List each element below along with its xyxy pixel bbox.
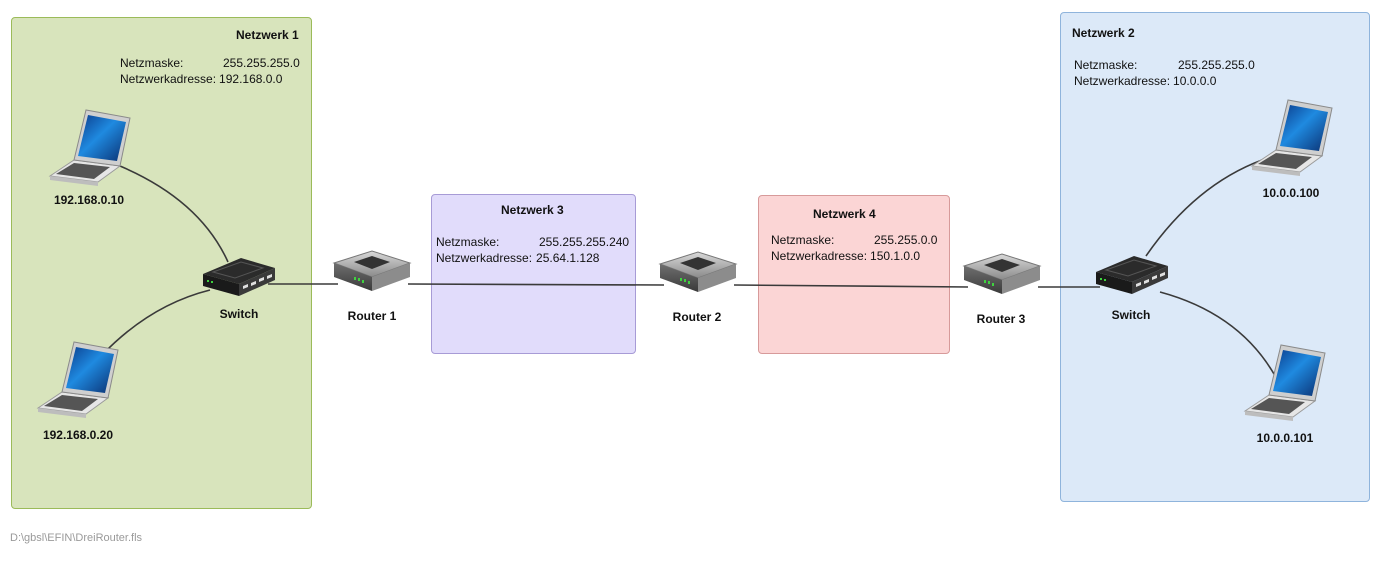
pc2-label: 192.168.0.20	[42, 428, 114, 442]
network-4-title: Netzwerk 4	[813, 207, 876, 221]
network-4-info: Netzmaske: 255.255.0.0 Netzwerkadresse:15…	[771, 232, 937, 264]
network-address-value: 25.64.1.128	[536, 251, 600, 265]
cable-router1-router2	[407, 283, 665, 286]
network-address-label: Netzwerkadresse:	[1074, 74, 1171, 88]
network-address-label: Netzwerkadresse:	[771, 249, 868, 263]
laptop-icon	[1251, 99, 1333, 177]
pc3-label: 10.0.0.100	[1262, 186, 1320, 200]
switch-icon	[202, 257, 276, 297]
switch2-label: Switch	[1111, 308, 1151, 322]
netmask-value: 255.255.255.240	[539, 235, 630, 249]
netmask-value: 255.255.0.0	[874, 233, 938, 247]
network-1-box	[11, 17, 312, 509]
cable-router2-router3	[733, 284, 969, 288]
netmask-label: Netzmaske:	[436, 235, 500, 249]
network-3-box	[431, 194, 636, 354]
laptop-icon	[49, 109, 131, 187]
router2-label: Router 2	[672, 310, 722, 324]
router1-label: Router 1	[347, 309, 397, 323]
cable-switch2-pc3	[1145, 159, 1263, 257]
network-3-info: Netzmaske: 255.255.255.240 Netzwerkadress…	[436, 234, 629, 266]
router-icon	[963, 253, 1041, 295]
cable-pc1-switch1	[119, 165, 229, 263]
switch1-label: Switch	[219, 307, 259, 321]
router-icon	[333, 250, 411, 292]
netmask-value: 255.255.255.0	[223, 56, 300, 70]
netmask-label: Netzmaske:	[1074, 58, 1138, 72]
cables	[101, 159, 1281, 386]
network-2-info: Netzmaske: 255.255.255.0 Netzwerkadresse:…	[1074, 57, 1255, 89]
network-4-box	[758, 195, 950, 354]
network-3-title: Netzwerk 3	[501, 203, 564, 217]
laptop-icon	[1244, 344, 1326, 422]
netmask-label: Netzmaske:	[120, 56, 184, 70]
network-address-label: Netzwerkadresse:	[436, 251, 533, 265]
network-2-title: Netzwerk 2	[1072, 26, 1135, 40]
network-address-value: 192.168.0.0	[219, 72, 283, 86]
network-address-label: Netzwerkadresse:	[120, 72, 217, 86]
pc1-label: 192.168.0.10	[53, 193, 125, 207]
router-icon	[659, 251, 737, 293]
switch-icon	[1095, 255, 1169, 295]
cable-switch2-pc4	[1159, 291, 1281, 386]
network-2-box	[1060, 12, 1370, 502]
network-address-value: 10.0.0.0	[1173, 74, 1217, 88]
file-path: D:\gbsl\EFIN\DreiRouter.fls	[10, 532, 143, 544]
network-1-info: Netzmaske: 255.255.255.0 Netzwerkadresse:…	[120, 55, 300, 87]
network-address-value: 150.1.0.0	[870, 249, 921, 263]
netmask-value: 255.255.255.0	[1178, 58, 1255, 72]
router3-label: Router 3	[976, 312, 1026, 326]
cable-pc2-switch1	[101, 289, 211, 356]
network-1-title: Netzwerk 1	[236, 28, 299, 42]
laptop-icon	[37, 341, 119, 419]
netmask-label: Netzmaske:	[771, 233, 835, 247]
pc4-label: 10.0.0.101	[1256, 431, 1314, 445]
